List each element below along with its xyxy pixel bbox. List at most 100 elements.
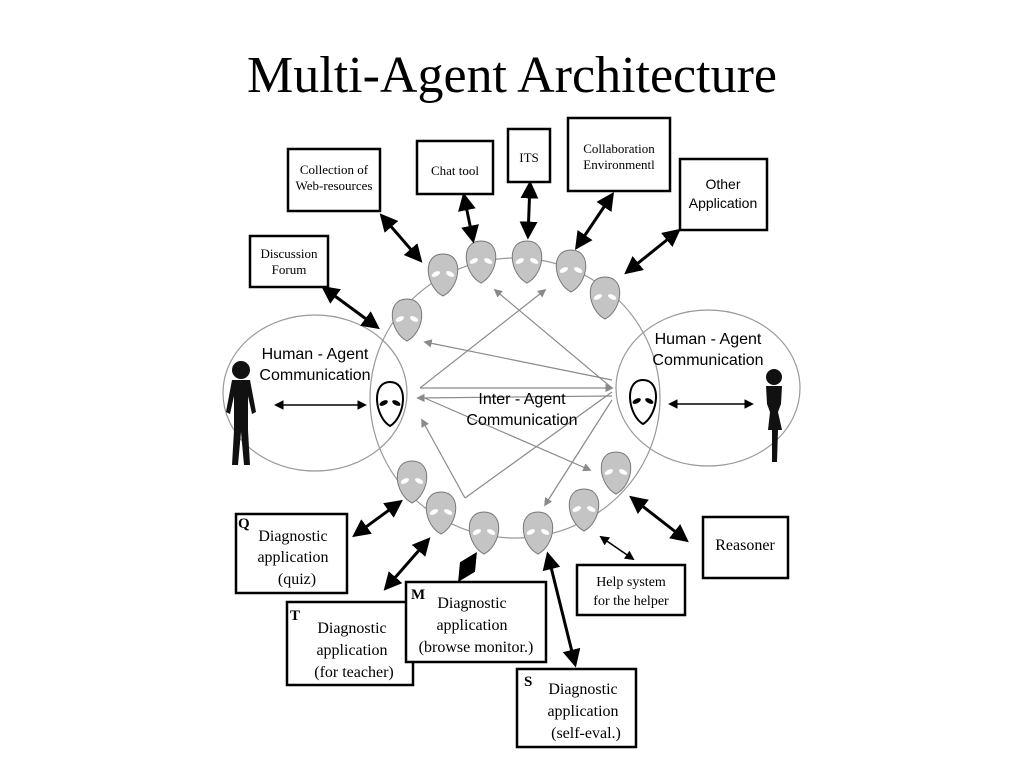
teacher-box: T Diagnostic application (for teacher) <box>285 600 415 687</box>
agent-eye <box>541 529 550 535</box>
agent-eye <box>608 294 617 300</box>
inter-agent-label: Inter - Agent Communication <box>466 391 577 429</box>
browse-line3: (browse monitor.) <box>419 639 534 656</box>
help-arrow <box>599 535 635 561</box>
left-human-circle <box>222 314 408 472</box>
agent-eye <box>429 509 438 515</box>
agent-head <box>600 451 632 495</box>
agent-eye <box>526 529 535 535</box>
agent-eye <box>415 478 424 484</box>
reasoner-box: Reasoner <box>701 515 790 580</box>
agent-eye <box>444 509 453 515</box>
its-box: ITS <box>506 127 552 184</box>
agent-head-primary <box>376 380 404 428</box>
agent-head <box>522 511 554 555</box>
help-system-box: Help system for the helper <box>575 563 687 617</box>
web-resources-box: Collection of Web-resources <box>286 147 382 213</box>
browse-letter: M <box>411 587 425 603</box>
other-application-box: Other Application <box>678 157 769 232</box>
inter-agent-line1: Inter - Agent <box>478 391 566 408</box>
agent-head <box>568 488 600 532</box>
other-app-line2: Application <box>689 195 758 211</box>
quiz-line2: application <box>257 549 328 566</box>
teacher-line1: Diagnostic <box>317 620 386 637</box>
inter-agent-line2: Communication <box>466 412 577 429</box>
agent-eye <box>604 469 613 475</box>
inter-agent-arrows <box>416 288 614 507</box>
agent-eye <box>572 506 581 512</box>
collaboration-box: Collaboration Environmentl <box>566 116 672 193</box>
quiz-letter: Q <box>238 516 250 532</box>
reasoner-label: Reasoner <box>715 537 775 554</box>
agent-eye <box>574 267 583 273</box>
agent-head-primary <box>629 378 657 426</box>
help-system-line2: for the helper <box>593 594 669 609</box>
discussion-forum-line2: Forum <box>272 262 307 277</box>
collaboration-line1: Collaboration <box>583 141 655 156</box>
human-agent-label-right: Human - Agent Communication <box>652 331 763 369</box>
agent-head <box>425 491 457 535</box>
agent-eye <box>400 478 409 484</box>
help-system-line1: Help system <box>596 575 666 590</box>
agent-head <box>396 460 428 504</box>
browse-monitor-box: M Diagnostic application (browse monitor… <box>404 580 548 664</box>
human-agent-left-line2: Communication <box>259 367 370 384</box>
human-agent-left-line1: Human - Agent <box>262 346 369 363</box>
web-resources-line2: Web-resources <box>296 178 373 193</box>
connector-arrows <box>321 180 689 668</box>
quiz-box: Q Diagnostic application (quiz) <box>234 512 349 595</box>
agent-head <box>427 253 459 297</box>
self-eval-line1: Diagnostic <box>548 681 617 698</box>
agents <box>376 240 657 555</box>
browse-line1: Diagnostic <box>437 595 506 612</box>
chat-tool-box: Chat tool <box>415 139 495 196</box>
agent-eye <box>446 271 455 277</box>
human-agent-label-left: Human - Agent Communication <box>259 346 370 384</box>
agent-eye <box>431 271 440 277</box>
discussion-forum-box: Discussion Forum <box>248 234 330 289</box>
self-eval-line2: application <box>547 703 618 720</box>
agent-eye <box>530 258 539 264</box>
agent-eye <box>484 258 493 264</box>
human-agent-arrows <box>274 399 754 410</box>
web-resources-line1: Collection of <box>300 162 369 177</box>
human-male-figure <box>226 361 256 465</box>
agent-head <box>555 249 587 293</box>
agent-eye <box>472 529 481 535</box>
agent-eye <box>469 258 478 264</box>
chat-tool-label: Chat tool <box>431 163 479 178</box>
agent-head <box>589 276 621 320</box>
agent-eye <box>379 400 388 406</box>
agent-eye <box>395 316 404 322</box>
agent-eye <box>559 267 568 273</box>
agent-head <box>465 240 497 284</box>
agent-head <box>511 240 543 284</box>
human-agent-right-line2: Communication <box>652 352 763 369</box>
discussion-forum-line1: Discussion <box>260 246 318 261</box>
collaboration-line2: Environmentl <box>583 157 655 172</box>
human-agent-right-line1: Human - Agent <box>655 331 762 348</box>
self-eval-letter: S <box>524 674 532 690</box>
agent-eye <box>645 398 654 404</box>
browse-line2: application <box>436 617 507 634</box>
agent-eye <box>593 294 602 300</box>
its-label: ITS <box>519 150 539 165</box>
self-eval-box: S Diagnostic application (self-eval.) <box>515 667 638 749</box>
teacher-line2: application <box>316 642 387 659</box>
other-app-line1: Other <box>705 176 740 192</box>
self-eval-line3: (self-eval.) <box>551 725 621 742</box>
agent-eye <box>515 258 524 264</box>
agent-eye <box>392 400 401 406</box>
agent-eye <box>410 316 419 322</box>
teacher-letter: T <box>290 608 300 624</box>
teacher-line3: (for teacher) <box>314 664 394 681</box>
quiz-line1: Diagnostic <box>258 528 327 545</box>
slide-title: Multi-Agent Architecture <box>247 47 777 104</box>
quiz-line3: (quiz) <box>278 571 316 588</box>
agent-head <box>391 298 423 342</box>
right-human-circle <box>615 309 801 467</box>
human-female-figure <box>766 369 782 462</box>
agent-eye <box>619 469 628 475</box>
agent-eye <box>487 529 496 535</box>
